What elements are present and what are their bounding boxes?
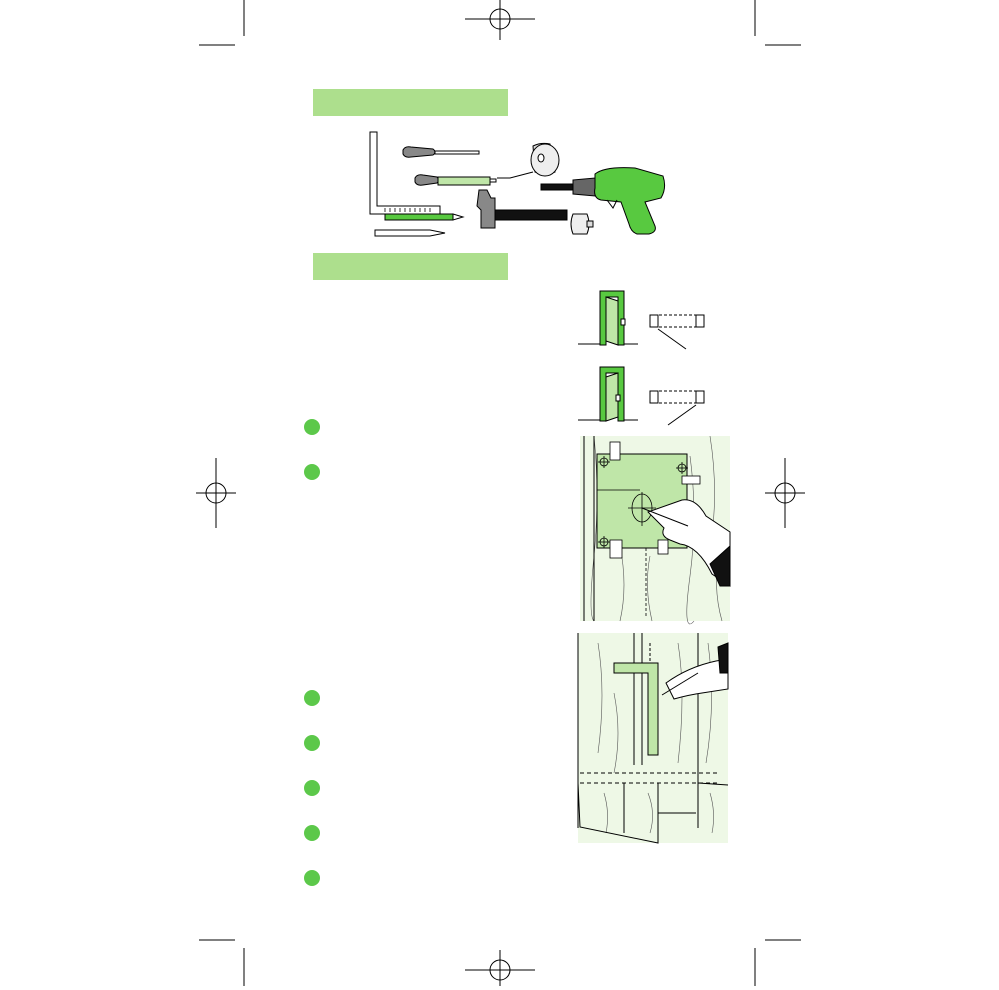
template-marking-illustration (580, 435, 731, 625)
door-hinge-left-illustration (578, 366, 705, 426)
hole-saw-icon (570, 213, 594, 235)
registration-mark-icon (465, 0, 535, 40)
step-1-bullet (304, 419, 320, 435)
square-marking-illustration (577, 633, 729, 844)
screwdriver-icon (402, 146, 480, 158)
tools-illustration (369, 131, 666, 237)
awl-icon (374, 229, 446, 237)
step-4-bullet (304, 735, 320, 751)
drill-icon (540, 167, 666, 235)
registration-mark-icon (765, 458, 805, 528)
step-7-bullet (304, 870, 320, 886)
screwdriver-icon (414, 174, 497, 186)
step-6-bullet (304, 825, 320, 841)
hand-icon (661, 642, 729, 700)
step-2-bullet (304, 464, 320, 480)
hammer-icon (476, 189, 568, 229)
hand-icon (641, 499, 731, 587)
tape-measure-icon (497, 142, 560, 179)
pencil-icon (384, 213, 465, 221)
tools-section-band (313, 89, 508, 116)
square-tool (369, 131, 441, 215)
registration-mark-icon (465, 950, 535, 986)
step-3-bullet (304, 690, 320, 706)
door-hinge-right-illustration (578, 290, 705, 350)
registration-mark-icon (196, 458, 236, 528)
step-5-bullet (304, 780, 320, 796)
instructions-section-band (313, 253, 508, 280)
